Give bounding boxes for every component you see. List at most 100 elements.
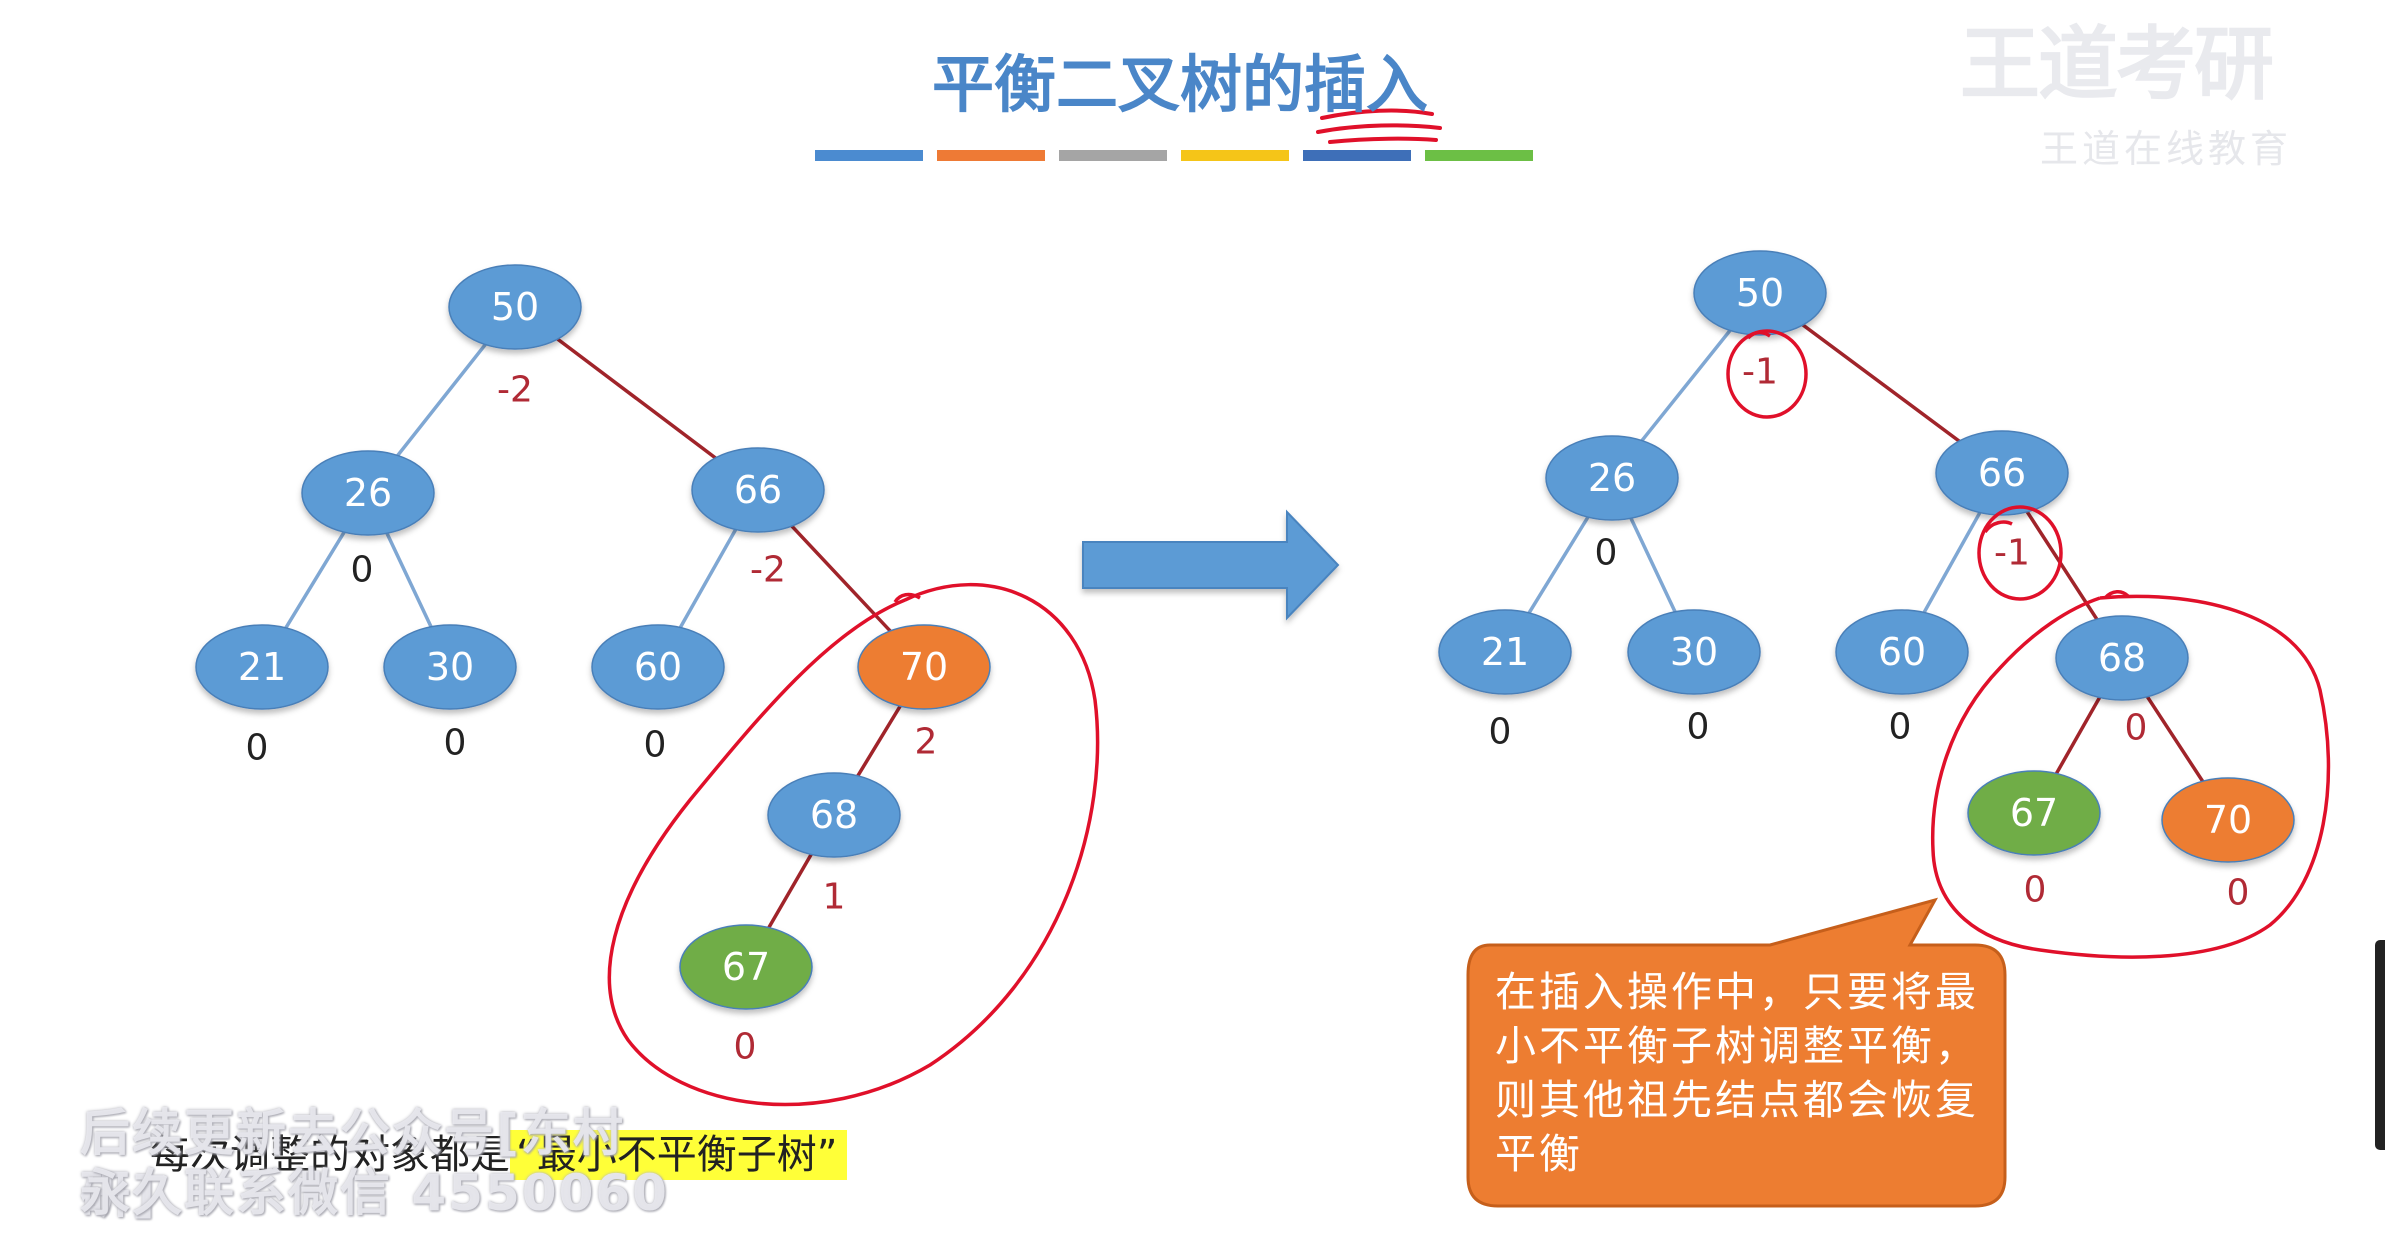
node-label: 30	[1670, 630, 1718, 674]
scrollbar[interactable]	[2375, 940, 2385, 1150]
tree-node-70: 70	[2161, 777, 2295, 863]
tree-node-70: 70	[857, 624, 991, 710]
tree-node-60: 60	[1835, 609, 1969, 695]
balance-factor-26: 0	[1595, 533, 1618, 574]
node-label: 50	[1736, 271, 1784, 315]
color-bar-segment	[815, 150, 923, 161]
tree-before-insertion: 50 -2 26 0 66 -2 21 0 30 0 60 0 70 2 68 1 67 0	[195, 264, 991, 1068]
node-shape	[857, 624, 991, 710]
node-label: 66	[734, 468, 782, 512]
node-shape	[1967, 770, 2101, 856]
node-shape	[1935, 430, 2069, 516]
node-label: 66	[1978, 451, 2026, 495]
tree-node-30: 30	[1627, 609, 1761, 695]
node-shape	[767, 772, 901, 858]
page-title: 平衡二叉树的插入	[931, 48, 1428, 121]
node-label: 50	[491, 285, 539, 329]
bf-circle-50	[1726, 329, 1808, 419]
color-bar-segment	[937, 150, 1045, 161]
min-unbalanced-subtree-circle-left	[607, 583, 1100, 1107]
node-shape	[1693, 250, 1827, 336]
node-label: 26	[344, 471, 392, 515]
balance-factor-60: 0	[1889, 707, 1912, 748]
node-shape	[1438, 609, 1572, 695]
node-shape	[1545, 435, 1679, 521]
tree-node-66: 66	[1935, 430, 2069, 516]
node-label: 60	[634, 645, 682, 689]
watermark-subtitle: 王道在线教育	[2040, 127, 2293, 171]
balance-factor-68: 0	[2125, 708, 2148, 749]
node-label: 30	[426, 645, 474, 689]
node-label: 67	[2010, 791, 2058, 835]
tree-node-67: 67	[1967, 770, 2101, 856]
balance-factor-60: 0	[644, 725, 667, 766]
balance-factor-26: 0	[351, 550, 374, 591]
node-shape	[448, 264, 582, 350]
caption-highlight: “最小不平衡子树”	[510, 1130, 848, 1180]
tree-node-68: 68	[767, 772, 901, 858]
tree-node-30: 30	[383, 624, 517, 710]
balance-factor-68: 1	[823, 877, 846, 918]
tree-node-21: 21	[1438, 609, 1572, 695]
tree-node-67: 67	[679, 924, 813, 1010]
right-arrow-icon	[1082, 509, 1340, 621]
color-bar-segment	[1059, 150, 1167, 161]
tree-node-50: 50	[1693, 250, 1827, 336]
tree-node-26: 26	[301, 450, 435, 536]
balance-factor-30: 0	[444, 723, 467, 764]
node-label: 70	[900, 645, 948, 689]
tree-node-66: 66	[691, 447, 825, 533]
overlay-text-line1: 后续更新去公众号[东村研]	[80, 1104, 625, 1224]
callout-bubble	[1466, 897, 2007, 1208]
node-shape	[591, 624, 725, 710]
caption-prefix: 每次调整的对象都是	[150, 1132, 510, 1178]
node-shape	[383, 624, 517, 710]
caption: 每次调整的对象都是“最小不平衡子树”	[150, 1126, 970, 1184]
node-label: 21	[1481, 630, 1529, 674]
balance-factor-67: 0	[734, 1027, 757, 1068]
balance-factor-50: -2	[497, 370, 533, 411]
balance-factor-50: -1	[1742, 352, 1778, 393]
tree-after-adjustment: 50 -1 26 0 66 -1 21 0 30 0 60 0 68 0 67 0 70 0	[1438, 250, 2295, 914]
balance-factor-30: 0	[1687, 707, 1710, 748]
overlay-text-line2: 永久联系微信 4550060	[80, 1164, 669, 1222]
balance-factor-70: 2	[915, 722, 938, 763]
node-label: 67	[722, 945, 770, 989]
node-label: 68	[810, 793, 858, 837]
node-shape	[2055, 615, 2189, 701]
balance-factor-21: 0	[1489, 712, 1512, 753]
tree-node-21: 21	[195, 624, 329, 710]
balance-factor-66: -1	[1994, 533, 2030, 574]
color-bar-segment	[1425, 150, 1533, 161]
node-shape	[679, 924, 813, 1010]
node-shape	[301, 450, 435, 536]
watermark-logo: 王道考研	[1960, 18, 2274, 111]
tree-node-26: 26	[1545, 435, 1679, 521]
bf-circle-66	[1977, 505, 2063, 601]
node-shape	[691, 447, 825, 533]
color-bar-segment	[1181, 150, 1289, 161]
tree-node-60: 60	[591, 624, 725, 710]
node-shape	[195, 624, 329, 710]
node-shape	[1835, 609, 1969, 695]
min-unbalanced-subtree-circle-right	[1930, 594, 2331, 959]
color-bar-segment	[1303, 150, 1411, 161]
node-label: 21	[238, 645, 286, 689]
node-label: 70	[2204, 798, 2252, 842]
balance-factor-67: 0	[2024, 870, 2047, 911]
node-label: 60	[1878, 630, 1926, 674]
annotation-circles-right	[1726, 329, 2331, 959]
node-shape	[2161, 777, 2295, 863]
balance-factor-66: -2	[750, 550, 786, 591]
title-underline-annotation	[1316, 108, 1442, 144]
color-bar	[815, 150, 1533, 161]
node-shape	[1627, 609, 1761, 695]
balance-factor-70: 0	[2227, 873, 2250, 914]
tree-node-68: 68	[2055, 615, 2189, 701]
balance-factor-21: 0	[246, 728, 269, 769]
tree-node-50: 50	[448, 264, 582, 350]
callout-text: 在插入操作中，只要将最小不平衡子树调整平衡，则其他祖先结点都会恢复平衡	[1495, 968, 1979, 1178]
node-label: 68	[2098, 636, 2146, 680]
